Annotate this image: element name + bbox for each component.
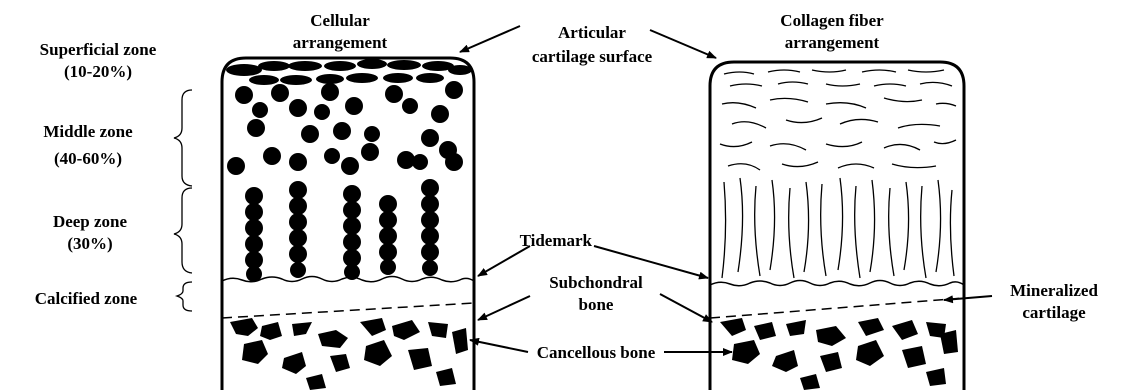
zone-superficial-percent: (10-20%) — [64, 62, 132, 81]
title-left-line1: Cellular — [310, 11, 370, 30]
zone-middle-percent: (40-60%) — [54, 149, 122, 168]
middle-cells — [227, 81, 463, 175]
brace-middle — [174, 90, 192, 186]
arrow-tidemark-left — [478, 246, 530, 276]
cancellous-fragments-left — [230, 318, 468, 390]
zone-middle-label: Middle zone — [43, 122, 133, 141]
arrow-mineralized — [944, 296, 992, 300]
zone-deep-label: Deep zone — [53, 212, 128, 231]
zone-superficial-label: Superficial zone — [40, 40, 157, 59]
label-articular-line1: Articular — [558, 23, 626, 42]
cement-line-left — [222, 303, 474, 318]
zone-calcified-label: Calcified zone — [35, 289, 138, 308]
label-tidemark: Tidemark — [520, 231, 593, 250]
arrow-surface-to-left — [460, 26, 520, 52]
arrow-surface-to-right — [650, 30, 716, 58]
deep-cell-columns — [245, 179, 439, 282]
brace-deep — [174, 188, 192, 273]
label-subchondral-line2: bone — [579, 295, 614, 314]
title-right-line2: arrangement — [785, 33, 880, 52]
zone-deep-percent: (30%) — [67, 234, 112, 253]
title-left-line2: arrangement — [293, 33, 388, 52]
cellular-block — [222, 58, 474, 390]
label-mineralized-line2: cartilage — [1022, 303, 1086, 322]
label-cancellous: Cancellous bone — [537, 343, 656, 362]
collagen-block — [710, 62, 964, 390]
superficial-cells — [226, 59, 472, 85]
zone-braces — [174, 90, 192, 311]
title-right-line1: Collagen fiber — [780, 11, 884, 30]
arrow-subchondral-right — [660, 294, 712, 322]
brace-calcified — [177, 282, 192, 311]
tidemark-line-right — [710, 281, 964, 286]
label-subchondral-line1: Subchondral — [549, 273, 643, 292]
label-articular-line2: cartilage surface — [532, 47, 653, 66]
middle-fibers — [720, 98, 956, 170]
superficial-fibers — [724, 70, 952, 86]
cement-line-right — [710, 298, 964, 318]
arrow-subchondral-left — [478, 296, 530, 320]
cancellous-fragments-right — [720, 318, 958, 390]
label-mineralized-line1: Mineralized — [1010, 281, 1098, 300]
arrow-cancellous-left — [470, 340, 528, 352]
deep-fibers — [722, 178, 954, 278]
annotation-arrows — [460, 26, 992, 352]
